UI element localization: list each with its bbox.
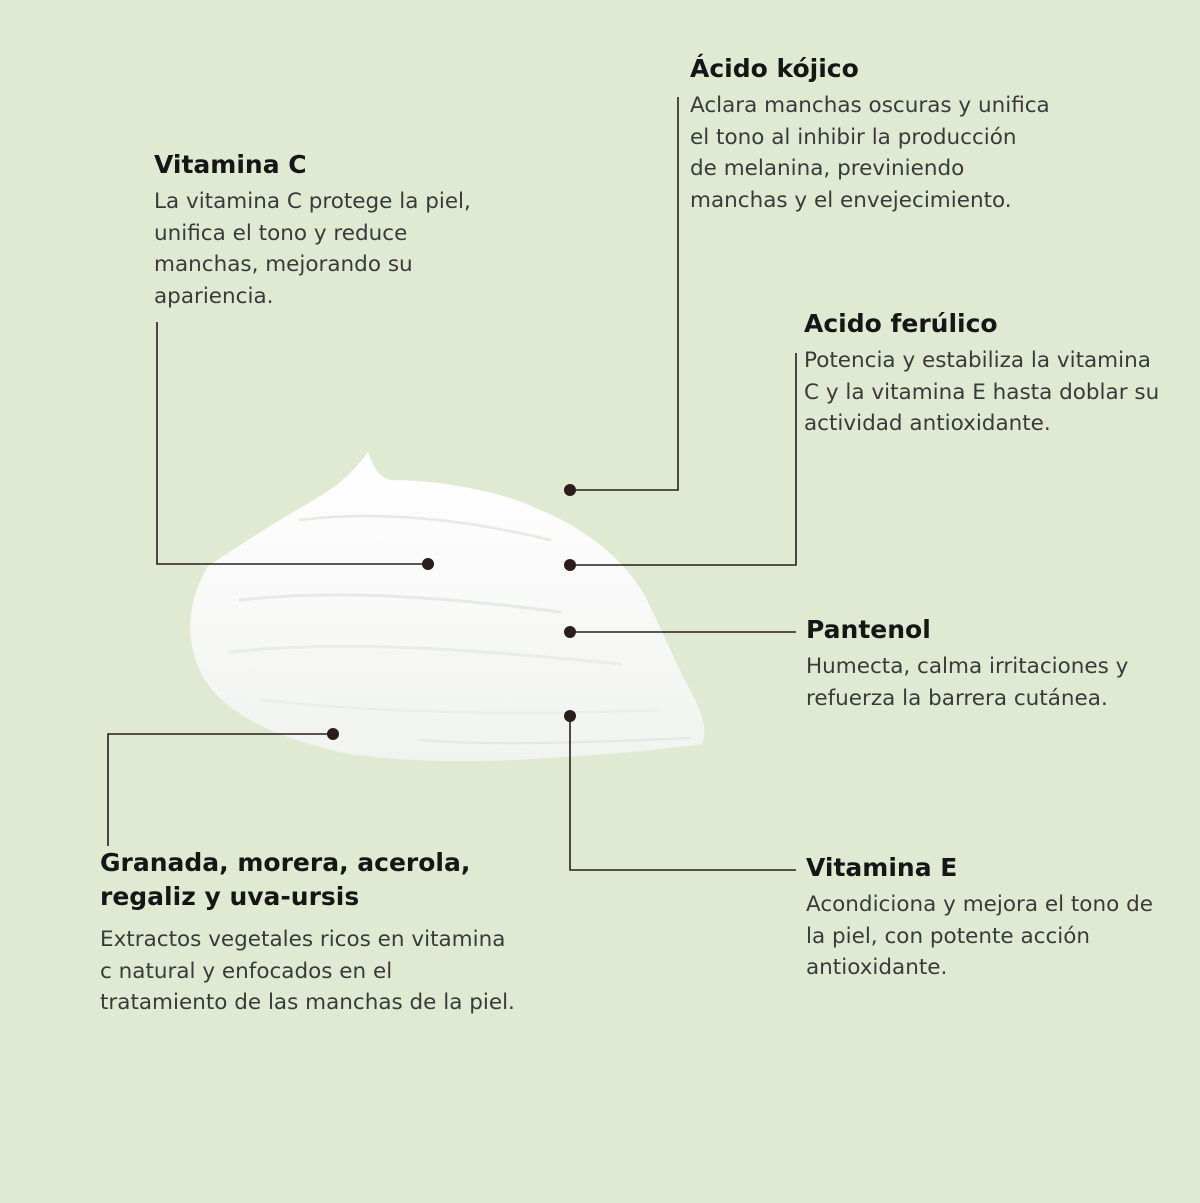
ingredient-pantenol: Pantenol Humecta, calma irritaciones y r…: [806, 613, 1166, 714]
ingredient-description: Aclara manchas oscuras y unifica el tono…: [690, 93, 1050, 213]
marker-dot-vitamina-e: [564, 710, 576, 722]
ingredient-title: Acido ferúlico: [804, 309, 998, 338]
ingredient-description: Extractos vegetales ricos en vitamina c …: [100, 927, 515, 1015]
ingredient-vitamina-e: Vitamina E Acondiciona y mejora el tono …: [806, 851, 1166, 984]
ingredient-description: Acondiciona y mejora el tono de la piel,…: [806, 892, 1153, 980]
ingredient-title: Pantenol: [806, 615, 931, 644]
ingredient-title: Ácido kójico: [690, 54, 859, 83]
marker-dot-acido-kojico: [564, 484, 576, 496]
ingredient-title: Vitamina C: [154, 150, 307, 179]
leader-line-extractos: [107, 733, 333, 846]
ingredient-acido-kojico: Ácido kójico Aclara manchas oscuras y un…: [690, 52, 1050, 216]
ingredient-title: Granada, morera, acerola, regaliz y uva-…: [100, 848, 471, 911]
ingredient-title: Vitamina E: [806, 853, 958, 882]
marker-dot-vitamina-c: [422, 558, 434, 570]
leader-line-vitamina-c: [156, 322, 428, 565]
leader-line-acido-kojico: [570, 97, 679, 491]
cream-swatch-image: [190, 452, 705, 762]
ingredient-description: Humecta, calma irritaciones y refuerza l…: [806, 654, 1129, 711]
marker-dot-pantenol: [564, 626, 576, 638]
leader-line-acido-ferulico: [570, 353, 797, 566]
marker-dot-extractos: [327, 728, 339, 740]
leader-line-vitamina-e: [569, 716, 796, 871]
ingredient-description: Potencia y estabiliza la vitamina C y la…: [804, 348, 1160, 436]
marker-dot-acido-ferulico: [564, 559, 576, 571]
ingredient-acido-ferulico: Acido ferúlico Potencia y estabiliza la …: [804, 307, 1164, 440]
ingredient-extractos-vegetales: Granada, morera, acerola, regaliz y uva-…: [100, 846, 520, 1019]
ingredient-description: La vitamina C protege la piel, unifica e…: [154, 189, 471, 309]
ingredient-vitamina-c: Vitamina C La vitamina C protege la piel…: [154, 148, 514, 312]
